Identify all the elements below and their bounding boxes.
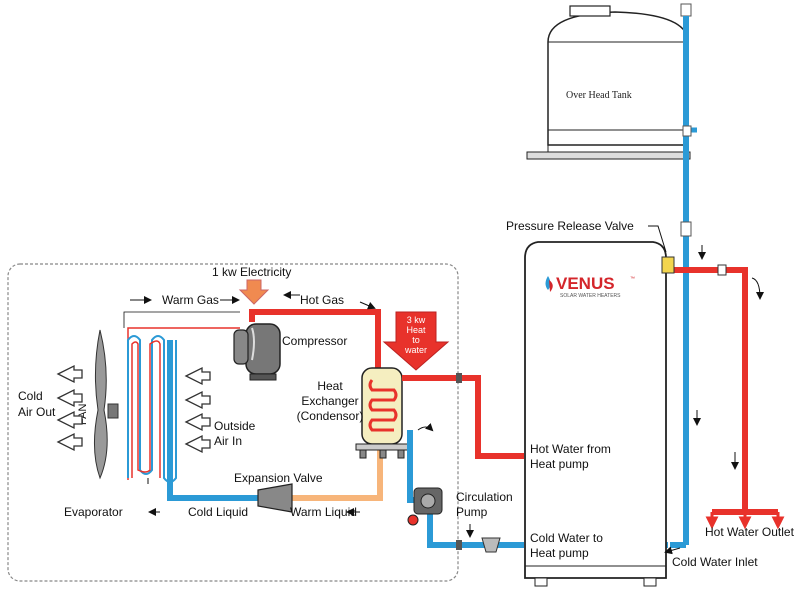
cold-water-inlet-label: Cold Water Inlet — [672, 555, 758, 569]
evaporator — [127, 335, 177, 484]
circulation-pump-label: Circulation Pump — [456, 490, 513, 519]
warm-gas-line — [123, 311, 240, 480]
svg-text:Heat: Heat — [317, 379, 343, 393]
svg-text:Circulation: Circulation — [456, 490, 513, 504]
warm-liquid-line — [292, 450, 383, 501]
svg-text:Air Out: Air Out — [18, 405, 56, 419]
brand-name: VENUS — [556, 274, 615, 293]
water-loop — [402, 373, 524, 553]
circulation-pump — [407, 487, 443, 526]
svg-text:Exchanger: Exchanger — [301, 394, 358, 408]
heat-pump-boundary — [7, 263, 459, 582]
check-valve — [481, 537, 501, 553]
cold-air-out-label: Cold Air Out — [18, 389, 56, 419]
heat-to-water-label: 3 kw Heat to water — [404, 315, 427, 355]
svg-text:Air In: Air In — [214, 434, 242, 448]
svg-text:Hot Water from: Hot Water from — [530, 442, 611, 456]
svg-text:(Condensor): (Condensor) — [297, 409, 364, 423]
svg-text:Heat pump: Heat pump — [530, 457, 589, 471]
fan: FAN — [77, 329, 119, 480]
brand-trademark: ™ — [630, 276, 635, 282]
outside-air-in-label: Outside Air In — [214, 419, 256, 448]
evaporator-label: Evaporator — [64, 505, 123, 519]
warm-gas-label: Warm Gas — [162, 293, 219, 307]
hot-gas-line — [249, 309, 381, 372]
cold-liquid-line — [167, 340, 258, 501]
heat-exchanger — [355, 367, 409, 459]
expansion-valve-label: Expansion Valve — [234, 471, 323, 485]
svg-text:3 kw: 3 kw — [407, 315, 426, 325]
hot-water-outlet-label: Hot Water Outlet — [705, 525, 795, 539]
electricity-label: 1 kw Electricity — [212, 265, 291, 279]
svg-text:to: to — [412, 335, 420, 345]
hot-gas-label: Hot Gas — [300, 293, 344, 307]
svg-text:water: water — [404, 345, 427, 355]
warm-liquid-label: Warm Liquid — [290, 505, 357, 519]
pressure-release-valve — [661, 256, 675, 274]
hot-water-from-heat-pump-label: Hot Water from Heat pump — [530, 442, 611, 471]
svg-text:Heat pump: Heat pump — [530, 546, 589, 560]
venus-logo: VENUS ™ SOLAR WATER HEATERS — [545, 274, 635, 299]
cold-liquid-label: Cold Liquid — [188, 505, 248, 519]
svg-text:Pump: Pump — [456, 505, 488, 519]
cold-air-out-arrows — [56, 364, 83, 452]
pressure-release-valve-label: Pressure Release Valve — [506, 219, 634, 233]
over-head-tank-label: Over Head Tank — [566, 90, 632, 101]
heat-to-water-arrow — [382, 311, 450, 371]
cold-water-to-heat-pump-label: Cold Water to Heat pump — [530, 531, 603, 560]
compressor-label: Compressor — [282, 334, 347, 348]
svg-text:Cold: Cold — [18, 389, 43, 403]
heat-exchanger-label: Heat Exchanger (Condensor) — [297, 379, 364, 423]
brand-tagline: SOLAR WATER HEATERS — [560, 293, 621, 299]
svg-text:Cold Water to: Cold Water to — [530, 531, 603, 545]
hot-outlet-pipe — [661, 256, 785, 530]
electricity-arrow — [238, 279, 270, 305]
compressor — [233, 323, 281, 381]
svg-text:Outside: Outside — [214, 419, 256, 433]
expansion-valve — [257, 483, 293, 513]
overhead-tank: Over Head Tank — [526, 5, 691, 160]
svg-text:Heat: Heat — [406, 325, 426, 335]
outside-air-in-arrows — [184, 366, 211, 454]
